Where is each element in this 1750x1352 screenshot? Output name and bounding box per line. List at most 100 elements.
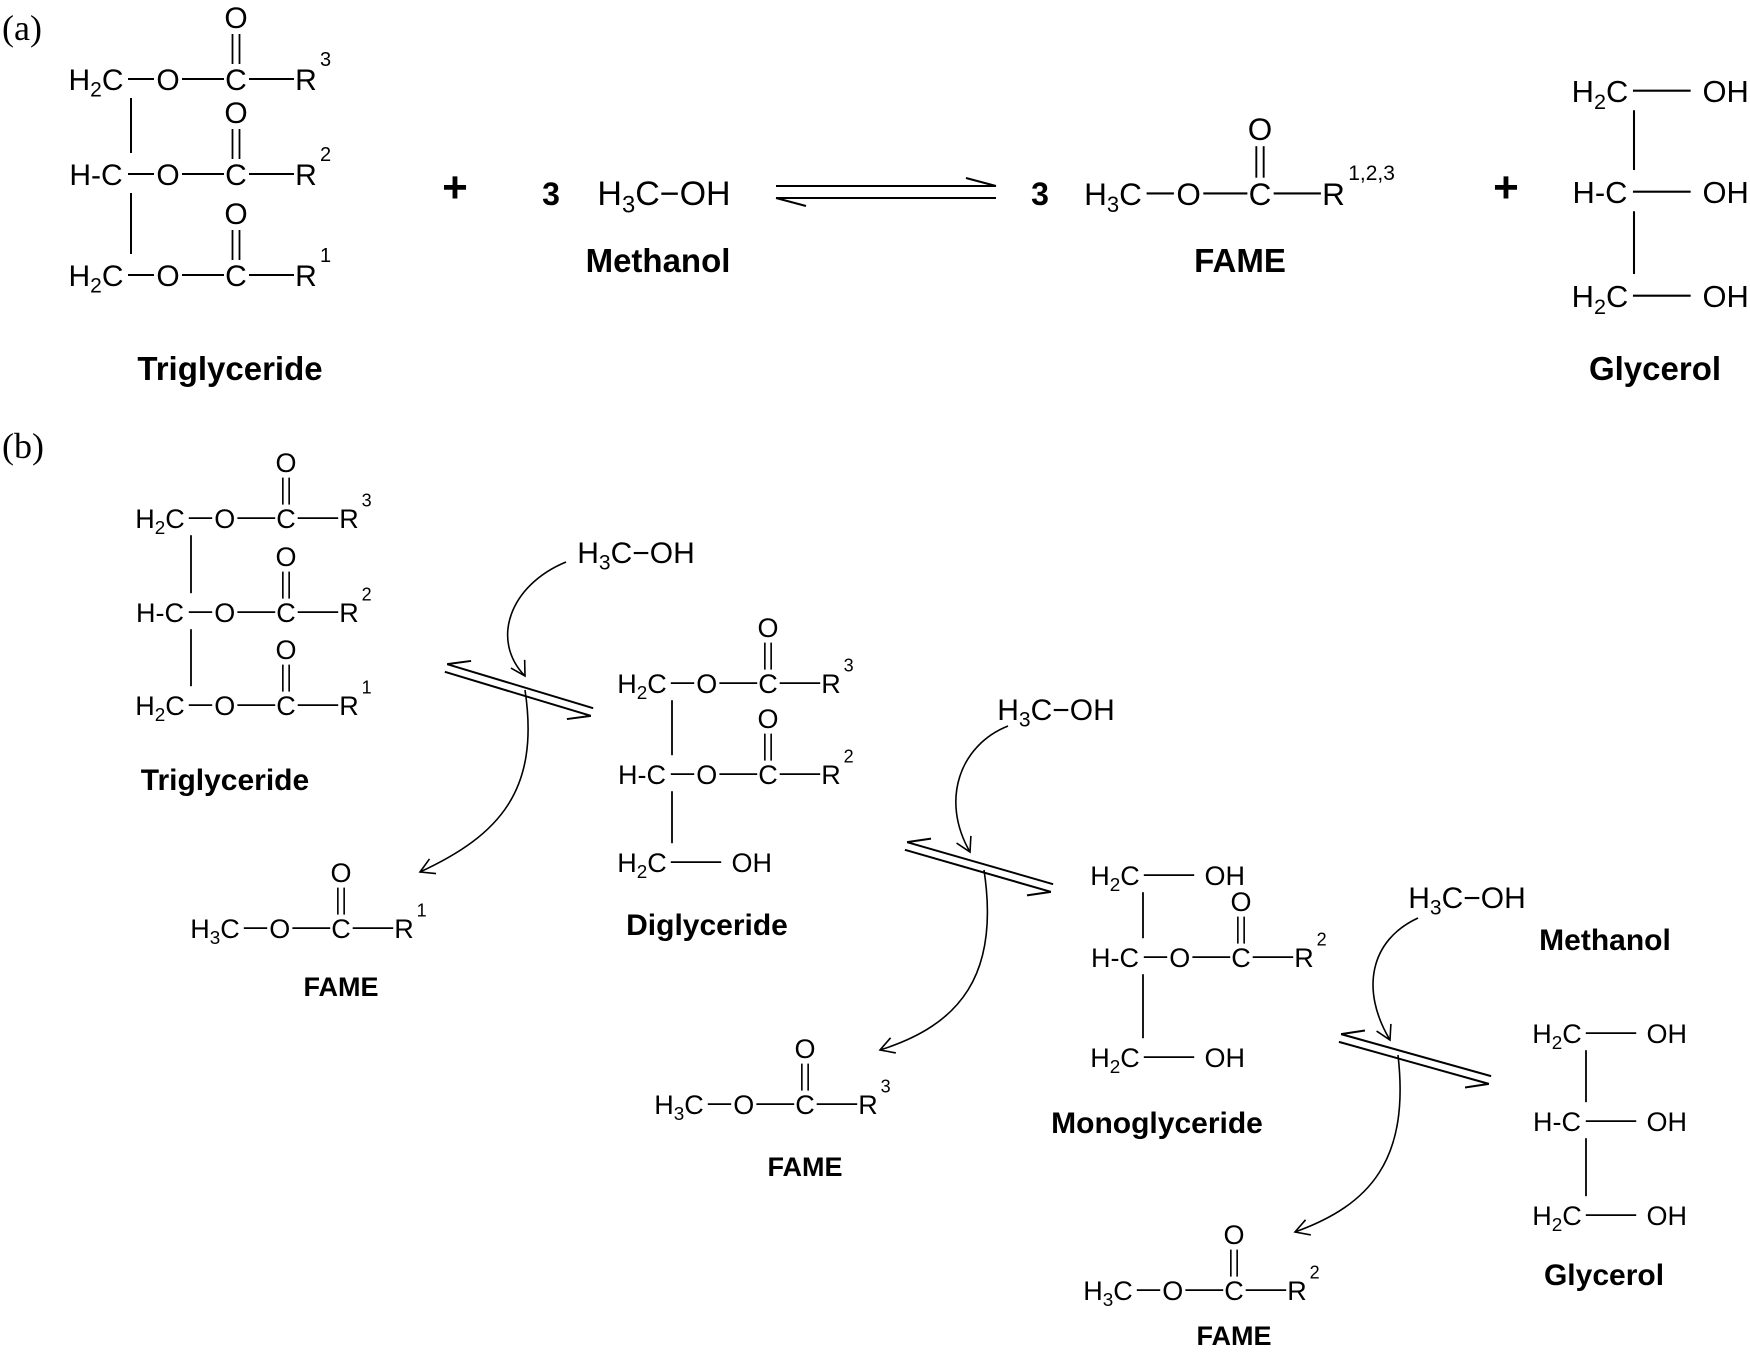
r-group: R: [394, 914, 414, 944]
methanol-curved-arrow-2-head: [956, 835, 972, 854]
hydroxyl-group: OH: [1702, 74, 1748, 109]
ester-oxygen: O: [214, 598, 235, 628]
methine-carbon: H-C: [1533, 1107, 1581, 1137]
methanol-label: Methanol: [586, 242, 731, 279]
hydroxyl-group: OH: [1205, 861, 1246, 891]
carbonyl-carbon: C: [331, 914, 351, 944]
r-group: R: [295, 159, 317, 192]
r-group-superscript: 3: [320, 49, 331, 71]
r-group-superscript: 1: [320, 245, 331, 267]
r-group-superscript: 3: [881, 1076, 891, 1096]
plus-sign-1: +: [442, 163, 468, 212]
r-group: R: [295, 64, 317, 97]
carbonyl-oxygen: O: [330, 858, 351, 888]
r-group-superscript: 2: [1317, 929, 1327, 949]
methylene-group: H2C: [1090, 861, 1140, 896]
methylene-group: H2C: [135, 691, 185, 726]
step-2: H3C−OH: [878, 694, 1115, 1054]
fame-label: FAME: [1196, 1321, 1271, 1351]
panel-b-label: (b): [2, 426, 44, 466]
panel-a-label-text: (a): [2, 8, 42, 48]
r-group-superscript: 3: [844, 655, 854, 675]
hydroxyl-group: OH: [1205, 1043, 1246, 1073]
glycerol-label: Glycerol: [1589, 350, 1721, 387]
fame-curved-arrow-1-head: [418, 858, 437, 875]
methylene-group: H2C: [135, 504, 185, 539]
methanol-label: Methanol: [1539, 924, 1671, 957]
panel-a-label: (a): [2, 8, 42, 48]
carbonyl-carbon: C: [225, 159, 247, 192]
hydroxyl-group: OH: [1647, 1201, 1688, 1231]
carbonyl-carbon: C: [1231, 943, 1251, 973]
r-group-superscript: 1: [417, 900, 427, 920]
methine-carbon: H-C: [69, 159, 122, 192]
methine-carbon: H-C: [1091, 943, 1139, 973]
ester-oxygen: O: [696, 669, 717, 699]
methanol-curved-arrow-1-head: [510, 659, 526, 678]
ester-oxygen: O: [156, 159, 179, 192]
methylene-group: H2C: [68, 260, 123, 298]
methylene-group: H2C: [1090, 1043, 1140, 1078]
r-group: R: [821, 760, 841, 790]
r-group: R: [858, 1090, 878, 1120]
r-group-superscript: 1: [362, 677, 372, 697]
carbonyl-oxygen: O: [275, 635, 296, 665]
fame-curved-arrow-3: [1294, 1054, 1401, 1233]
hydroxyl-group: OH: [1702, 175, 1748, 210]
carbonyl-oxygen: O: [1248, 111, 1273, 147]
r-group: R: [339, 691, 359, 721]
ester-oxygen: O: [156, 260, 179, 293]
carbonyl-oxygen: O: [757, 613, 778, 643]
monoglyceride-label: Monoglyceride: [1051, 1107, 1263, 1140]
r-group-superscript: 2: [362, 584, 372, 604]
methanol-curved-arrow-1: [506, 561, 567, 677]
fame-curved-arrow-1: [419, 689, 529, 873]
r-group: R: [1322, 176, 1345, 212]
hydroxyl-group: OH: [1702, 279, 1748, 314]
stoichiometric-coefficient: 3: [1031, 176, 1049, 212]
methanol-a: 3 H3C−OH Methanol: [542, 175, 731, 279]
methanol-curved-arrow-3: [1372, 917, 1419, 1041]
ester-oxygen: O: [733, 1090, 754, 1120]
carbonyl-oxygen: O: [1223, 1220, 1244, 1250]
triglyceride-label: Triglyceride: [137, 350, 322, 387]
r-group-superscript: 2: [844, 746, 854, 766]
stoichiometric-coefficient: 3: [542, 176, 560, 212]
carbonyl-oxygen: O: [224, 2, 247, 35]
r-group: R: [295, 260, 317, 293]
fame-label: FAME: [1194, 242, 1286, 279]
fame-label: FAME: [767, 1152, 842, 1182]
methylene-group: H2C: [617, 848, 667, 883]
methanol-formula: H3C−OH: [597, 175, 730, 218]
plus-sign-2: +: [1493, 163, 1519, 212]
equilibrium-arrow-a: [775, 177, 997, 207]
carbonyl-carbon: C: [225, 64, 247, 97]
fame-label: FAME: [303, 972, 378, 1002]
carbonyl-oxygen: O: [275, 542, 296, 572]
carbonyl-carbon: C: [276, 598, 296, 628]
carbonyl-carbon: C: [276, 691, 296, 721]
carbonyl-carbon: C: [1249, 176, 1272, 212]
methanol-formula: H3C−OH: [997, 694, 1115, 732]
hydroxyl-group: OH: [1647, 1019, 1688, 1049]
methyl-group: H3C: [654, 1090, 704, 1125]
r-group-superscript: 3: [362, 490, 372, 510]
carbonyl-oxygen: O: [1230, 887, 1251, 917]
glycerol-label: Glycerol: [1544, 1259, 1664, 1292]
methanol-formula: H3C−OH: [577, 537, 695, 575]
r-group-superscript: 2: [320, 144, 331, 166]
equilibrium-1: [444, 659, 594, 721]
carbonyl-carbon: C: [795, 1090, 815, 1120]
carbonyl-carbon: C: [1224, 1276, 1244, 1306]
r-group-superscript: 1,2,3: [1348, 162, 1395, 185]
carbonyl-carbon: C: [225, 260, 247, 293]
